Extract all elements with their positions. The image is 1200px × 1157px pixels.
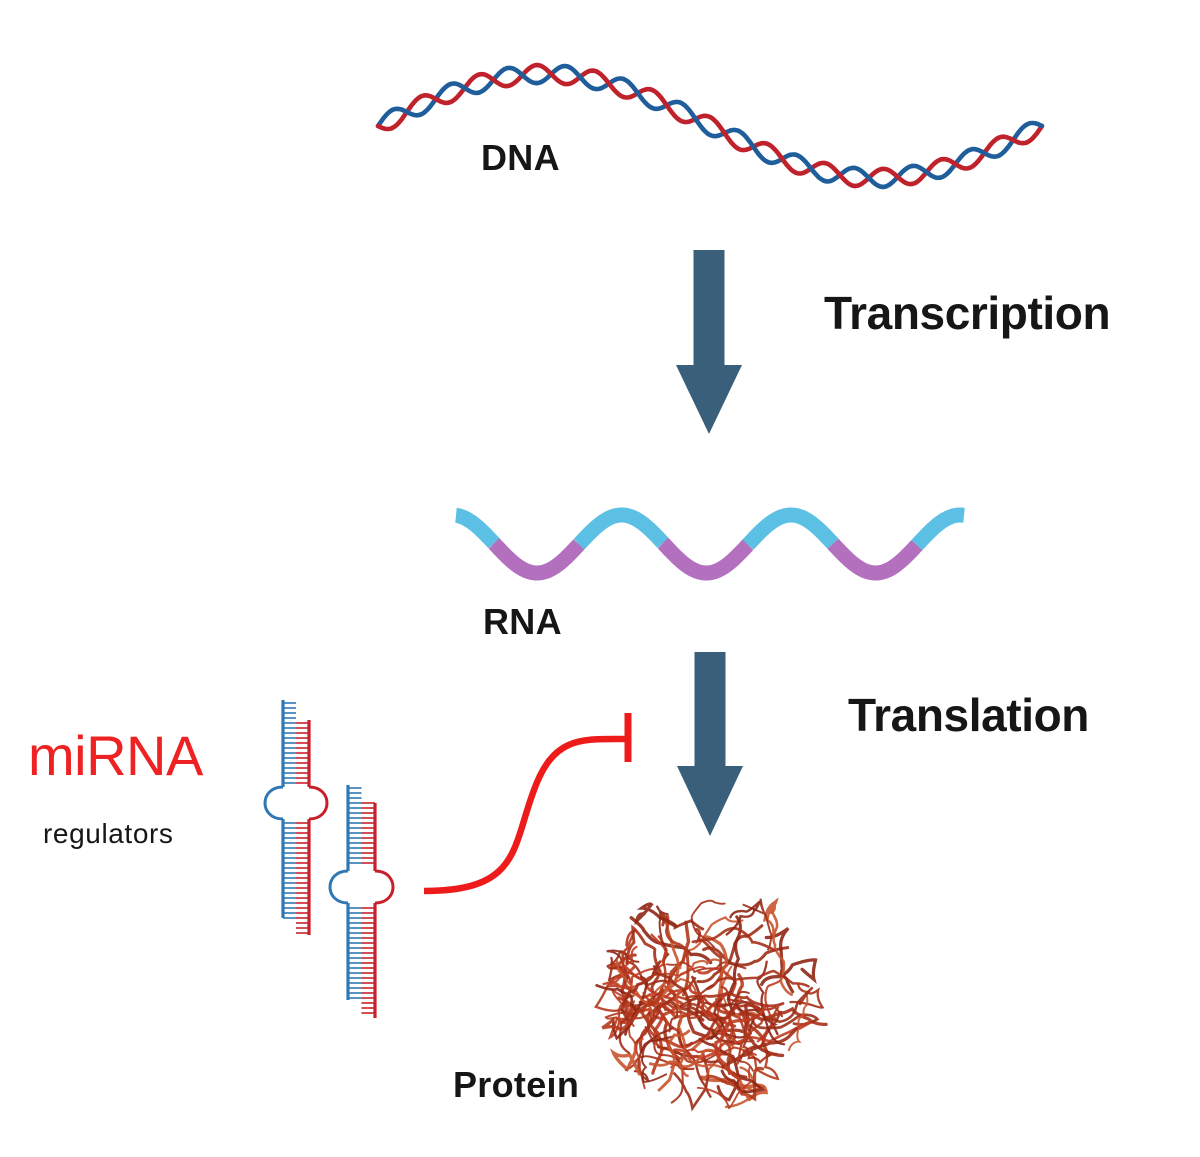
rna-segment — [455, 507, 500, 549]
rna-strand-icon — [455, 507, 965, 581]
translation-label: Translation — [848, 689, 1089, 741]
inhibition-curve — [423, 735, 629, 895]
rna-segment — [911, 507, 965, 551]
mirna-bulge-blue — [263, 785, 284, 821]
dna-strand-blue-front — [389, 63, 1045, 190]
dna-label: DNA — [481, 137, 560, 178]
mirna-duplex-2 — [328, 785, 395, 1018]
rna-segment — [742, 507, 839, 550]
mirna-hairpin-icon — [263, 700, 395, 1018]
mirna-duplex-1 — [263, 700, 329, 935]
rna-segment — [827, 538, 923, 581]
rna-segment — [488, 537, 585, 581]
mirna-bulge-red — [308, 785, 329, 821]
translation-arrow — [677, 652, 743, 836]
inhibition-t-bar-icon — [423, 713, 632, 895]
mirna-bulge-blue — [328, 869, 349, 905]
rna-segment — [657, 537, 754, 581]
mirna-label: miRNA — [28, 724, 203, 787]
rna-segment — [573, 507, 669, 550]
transcription-arrow — [676, 250, 742, 434]
transcription-label: Transcription — [824, 287, 1111, 339]
rna-label: RNA — [483, 601, 562, 642]
protein-label: Protein — [453, 1064, 580, 1105]
protein-tangle-icon — [593, 897, 828, 1112]
dna-double-helix-icon — [375, 62, 1045, 190]
regulators-label: regulators — [43, 818, 174, 849]
translation-arrow-icon — [677, 652, 743, 836]
transcription-arrow-icon — [676, 250, 742, 434]
dna-strand-red-front — [375, 62, 1029, 189]
mirna-bulge-red — [374, 869, 395, 905]
